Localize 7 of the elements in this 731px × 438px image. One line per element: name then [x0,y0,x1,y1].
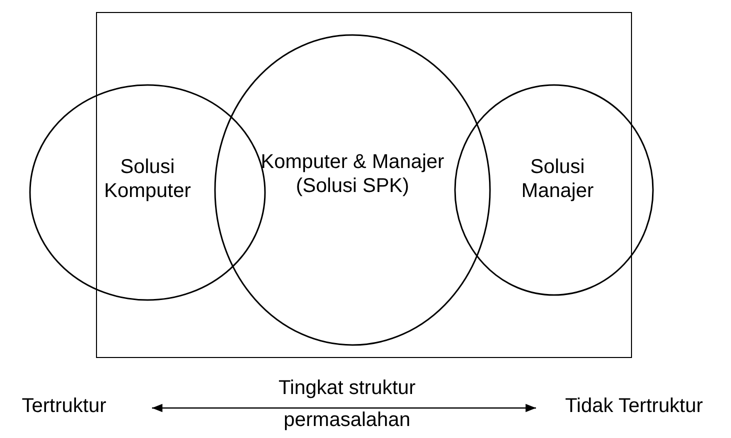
double-arrow [152,404,536,412]
scale-end-label: Tidak Tertruktur [564,394,704,418]
circle-label: Solusi Manajer [520,155,595,203]
edge-label: Tingkat struktur permasalahan [277,376,417,433]
scale-end-label: Tertruktur [20,394,108,418]
circle-label: Komputer & Manajer (Solusi SPK) [260,150,445,198]
circle-label: Solusi Komputer [103,155,192,203]
